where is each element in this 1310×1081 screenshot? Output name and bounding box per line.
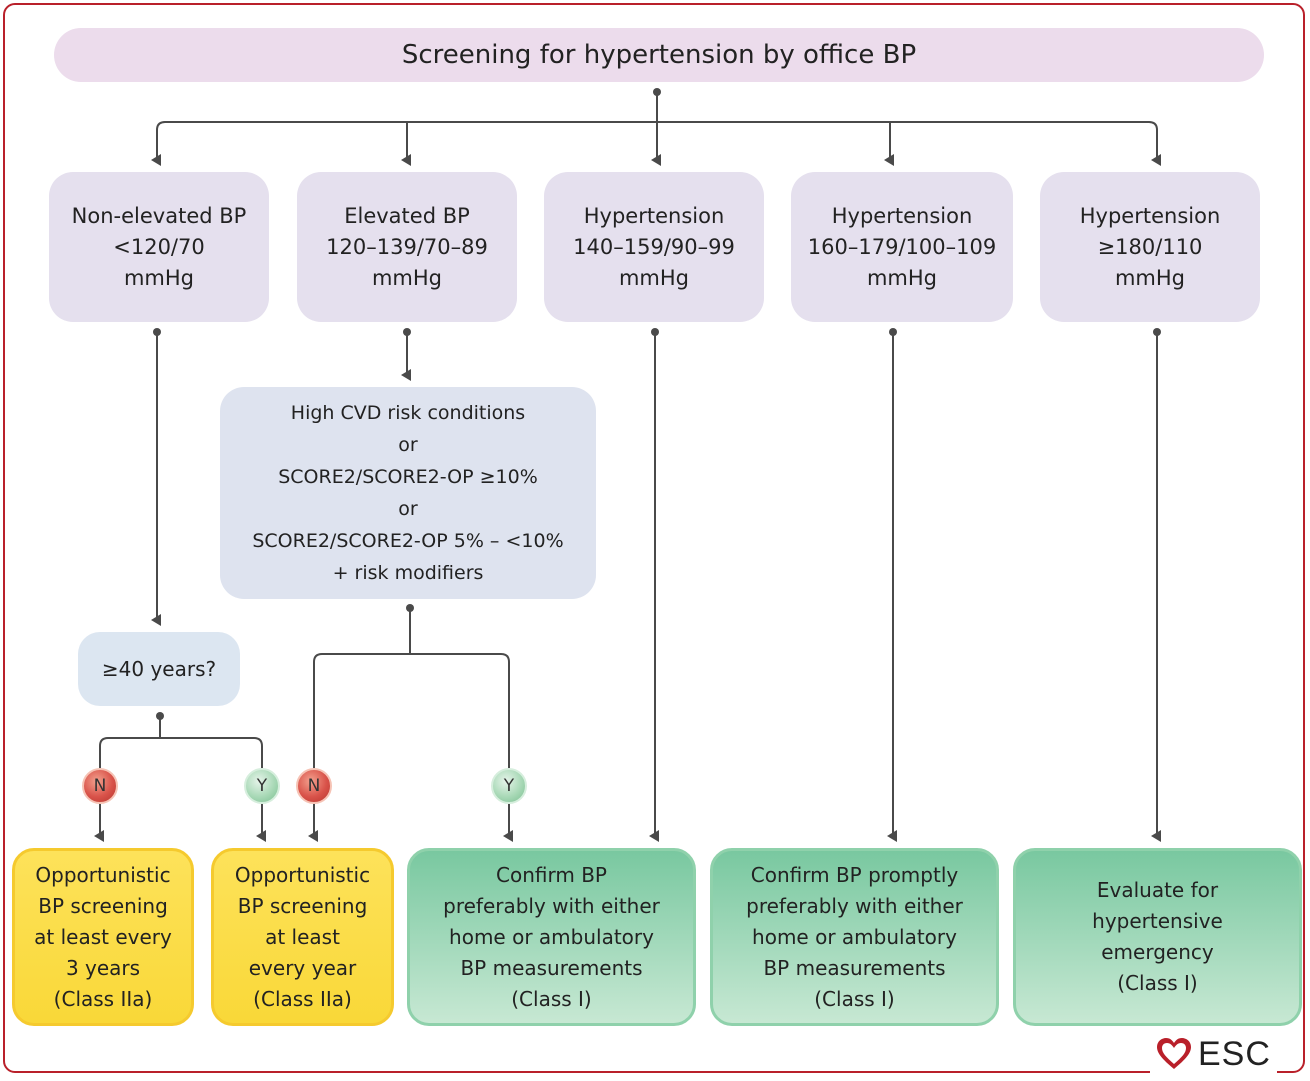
risk-no-branch: [313, 653, 323, 768]
outcome-line: (Class I): [1117, 971, 1198, 995]
outcome-line: Confirm BP promptly: [750, 862, 959, 887]
category-unit: mmHg: [1114, 265, 1186, 290]
dot-cat-3: [651, 328, 659, 336]
no-badge-age: N: [82, 768, 118, 804]
esc-logo: ESC: [1150, 1034, 1277, 1074]
outcome-line: home or ambulatory: [752, 924, 957, 949]
outcome-line: BP screening: [237, 893, 368, 918]
category-label: Hypertension: [1079, 203, 1221, 228]
risk-line: or: [398, 498, 418, 520]
risk-conditions-box: High CVD risk conditions or SCORE2/SCORE…: [220, 387, 596, 599]
outcome-line: Evaluate for: [1096, 878, 1219, 902]
category-range: ≥180/110: [1097, 234, 1203, 259]
age-yes-branch: [108, 737, 263, 768]
no-badge-label: N: [93, 776, 107, 796]
risk-line: High CVD risk conditions: [290, 402, 526, 424]
outcome-line: BP measurements: [460, 955, 643, 980]
outcome-line: (Class I): [814, 986, 895, 1011]
outcome-line: Confirm BP: [496, 862, 607, 887]
outcome-line: preferably with either: [443, 893, 660, 918]
outcome-line: every year: [248, 955, 357, 980]
outcome-line: (Class I): [511, 986, 592, 1011]
esc-logo-text: ESC: [1198, 1034, 1271, 1073]
category-label: Elevated BP: [344, 203, 470, 228]
outcome-line: Opportunistic: [35, 862, 171, 887]
dot-risk: [406, 604, 414, 612]
category-non-elevated: Non-elevated BP <120/70 mmHg: [49, 172, 269, 322]
category-unit: mmHg: [371, 265, 443, 290]
outcome-line: 3 years: [65, 955, 141, 980]
dot-header: [653, 88, 661, 96]
outcome-confirm-bp: Confirm BP preferably with either home o…: [407, 848, 696, 1026]
outcome-line: Opportunistic: [234, 862, 371, 887]
category-range: 140–159/90–99: [573, 234, 735, 259]
no-badge-risk: N: [296, 768, 332, 804]
risk-line: SCORE2/SCORE2-OP ≥10%: [278, 466, 538, 488]
age-question-label: ≥40 years?: [101, 657, 217, 681]
category-unit: mmHg: [866, 265, 938, 290]
outcome-line: at least: [265, 924, 340, 949]
yes-badge-label: Y: [256, 776, 268, 796]
outcome-screen-3-years: Opportunistic BP screening at least ever…: [12, 848, 194, 1026]
header-title: Screening for hypertension by office BP: [401, 40, 917, 70]
category-unit: mmHg: [123, 265, 195, 290]
yes-badge-label: Y: [503, 776, 515, 796]
category-range: <120/70: [113, 234, 205, 259]
age-no-branch: [99, 737, 109, 768]
diagram-frame: [3, 3, 1305, 1073]
category-label: Hypertension: [583, 203, 725, 228]
risk-line: or: [398, 434, 418, 456]
outcome-evaluate-emergency: Evaluate for hypertensive emergency (Cla…: [1013, 848, 1302, 1026]
outcome-line: preferably with either: [746, 893, 963, 918]
category-label: Non-elevated BP: [71, 203, 247, 228]
yes-badge-risk: Y: [491, 768, 527, 804]
dot-age: [156, 712, 164, 720]
age-question-box: ≥40 years?: [78, 632, 240, 706]
category-hypertension-2: Hypertension 160–179/100–109 mmHg: [791, 172, 1013, 322]
branch-1: [151, 121, 166, 166]
category-elevated: Elevated BP 120–139/70–89 mmHg: [297, 172, 517, 322]
branch-5: [165, 121, 1161, 166]
risk-yes-branch: [322, 653, 510, 768]
category-label: Hypertension: [831, 203, 973, 228]
outcome-line: (Class IIa): [53, 986, 153, 1011]
category-unit: mmHg: [618, 265, 690, 290]
category-range: 160–179/100–109: [807, 234, 997, 259]
dot-cat-1: [153, 328, 161, 336]
outcome-line: (Class IIa): [253, 986, 352, 1011]
risk-line: + risk modifiers: [332, 562, 484, 584]
dot-cat-4: [889, 328, 897, 336]
category-hypertension-3: Hypertension ≥180/110 mmHg: [1040, 172, 1260, 322]
outcome-line: hypertensive: [1092, 909, 1223, 933]
outcome-line: BP measurements: [763, 955, 946, 980]
dot-cat-5: [1153, 328, 1161, 336]
yes-badge-age: Y: [244, 768, 280, 804]
category-hypertension-1: Hypertension 140–159/90–99 mmHg: [544, 172, 764, 322]
outcome-line: BP screening: [38, 893, 168, 918]
outcome-screen-every-year: Opportunistic BP screening at least ever…: [211, 848, 394, 1026]
outcome-line: home or ambulatory: [449, 924, 654, 949]
risk-line: SCORE2/SCORE2-OP 5% – <10%: [252, 530, 564, 552]
heart-icon: [1157, 1038, 1191, 1069]
dot-cat-2: [403, 328, 411, 336]
outcome-confirm-bp-promptly: Confirm BP promptly preferably with eith…: [710, 848, 999, 1026]
outcome-line: emergency: [1101, 940, 1214, 964]
outcome-line: at least every: [34, 924, 172, 949]
header-box: Screening for hypertension by office BP: [54, 28, 1264, 82]
no-badge-label: N: [307, 776, 321, 796]
category-range: 120–139/70–89: [326, 234, 488, 259]
